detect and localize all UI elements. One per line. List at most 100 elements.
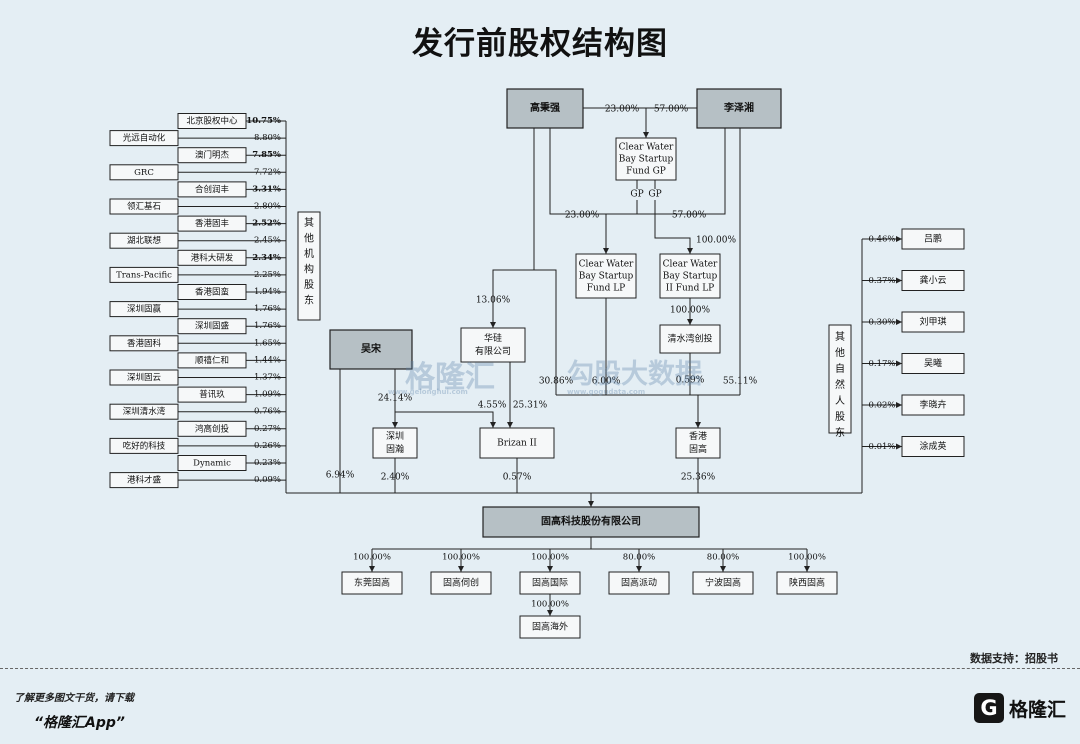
pct-gao-direct: 30.86% bbox=[539, 377, 574, 387]
subsub-pct: 100.00% bbox=[531, 600, 569, 610]
sub-pct-2: 100.00% bbox=[531, 553, 569, 563]
gelonghui-logo: G 格隆汇 bbox=[974, 693, 1066, 723]
ind-3-label: 吴曦 bbox=[924, 357, 942, 369]
ind-arrow-4 bbox=[896, 402, 902, 408]
inst-21-label: 港科才盛 bbox=[127, 475, 162, 486]
company-box bbox=[482, 506, 700, 538]
ind-pct-2: 0.30% bbox=[868, 318, 895, 328]
inst-pct-3: 7.72% bbox=[254, 167, 281, 177]
cw-lp-box bbox=[575, 253, 637, 299]
wu-song-label: 吴宋 bbox=[361, 342, 381, 355]
pct-hk-direct: 25.36% bbox=[681, 473, 716, 483]
inst-pct-8: 2.34% bbox=[252, 253, 281, 263]
other-inst-label: 其他机构股东 bbox=[304, 217, 314, 307]
logo-g-icon: G bbox=[974, 693, 1004, 723]
inst-pct-21: 0.09% bbox=[254, 475, 281, 485]
pct-wu-direct: 6.94% bbox=[326, 471, 355, 481]
watermark-gelonghui-url: www.gelonghui.com bbox=[388, 388, 468, 396]
pct-gumei-direct: 2.40% bbox=[381, 473, 410, 483]
pct-lp-direct: 6.00% bbox=[592, 377, 621, 387]
hk-gugao-box bbox=[675, 427, 721, 459]
wu-to-brizan-arrow bbox=[490, 422, 496, 428]
wu-song-box bbox=[329, 329, 413, 370]
wu-to-gumei-arrow bbox=[392, 422, 398, 428]
pct-wu-to-brizan: 4.55% bbox=[478, 401, 507, 411]
inst-10-label: 香港固蛮 bbox=[195, 287, 229, 298]
hk-gugao-label-1: 香港 bbox=[689, 430, 707, 442]
inst-4-label: 合创润丰 bbox=[195, 184, 230, 195]
inst-16-label: 普讯玖 bbox=[199, 389, 225, 400]
inst-pct-1: 8.80% bbox=[254, 133, 281, 143]
sub-pct-4: 80.00% bbox=[707, 553, 739, 563]
inst-pct-6: 2.52% bbox=[252, 219, 281, 229]
gao-bingqiang-box bbox=[506, 88, 584, 129]
sub-0-box bbox=[341, 571, 403, 595]
inst-7-label: 湖北联想 bbox=[127, 235, 162, 246]
ind-4-label: 李晓卉 bbox=[919, 399, 946, 411]
inst-pct-20: 0.23% bbox=[254, 458, 281, 468]
pct-gp-to-ii: 100.00% bbox=[696, 236, 736, 246]
promo-line-2[interactable]: “格隆汇App” bbox=[34, 715, 125, 731]
ind-pct-5: 0.01% bbox=[868, 442, 895, 452]
ii-to-qsw-arrow bbox=[687, 319, 693, 325]
sub-pct-1: 100.00% bbox=[442, 553, 480, 563]
sub-1-box bbox=[430, 571, 492, 595]
to-hk-gugao-arrow bbox=[695, 422, 701, 428]
brizan-box bbox=[479, 427, 555, 459]
inst-3-label: GRC bbox=[134, 168, 154, 178]
ind-1-label: 龚小云 bbox=[919, 274, 946, 286]
gp-to-ii bbox=[654, 200, 691, 254]
inst-pct-5: 2.80% bbox=[254, 202, 281, 212]
inst-pct-9: 2.25% bbox=[254, 270, 281, 280]
bus-to-company-arrow bbox=[588, 501, 594, 507]
ind-arrow-2 bbox=[896, 319, 902, 325]
huagui-to-brizan-arrow bbox=[507, 422, 513, 428]
company-label: 固高科技股份有限公司 bbox=[541, 515, 641, 528]
pct-gao-to-lp: 23.00% bbox=[565, 211, 600, 221]
pct-huagui-from-gao: 13.06% bbox=[476, 296, 511, 306]
cw-ii-lp-label-2: Bay Startup bbox=[663, 272, 718, 282]
inst-pct-11: 1.76% bbox=[254, 304, 281, 314]
inst-12-label: 深圳固盛 bbox=[195, 321, 230, 332]
page-title: 发行前股权结构图 bbox=[412, 26, 668, 62]
shenzhen-gumei-label-1: 深圳 bbox=[386, 431, 404, 442]
inst-pct-15: 1.37% bbox=[254, 373, 281, 383]
gp-to-ii-arrow bbox=[687, 248, 693, 254]
inst-pct-19: 0.26% bbox=[254, 441, 281, 451]
gp-label-1: GP bbox=[630, 190, 643, 200]
to-gp-arrow bbox=[643, 132, 649, 138]
sub-2-label: 固高国际 bbox=[532, 577, 568, 589]
promo-line-1: 了解更多图文干货，请下载 bbox=[14, 693, 134, 704]
sub-pct-5: 100.00% bbox=[788, 553, 826, 563]
cw-gp-label-1: Clear Water bbox=[619, 143, 674, 153]
sub-arrow-0 bbox=[369, 566, 375, 572]
cw-gp-label-2: Bay Startup bbox=[619, 155, 674, 165]
divider bbox=[0, 668, 1080, 669]
sub-arrow-4 bbox=[720, 566, 726, 572]
pct-huagui-to-brizan: 25.31% bbox=[513, 401, 548, 411]
qingshuiwan-label: 清水湾创投 bbox=[667, 333, 712, 345]
logo-text: 格隆汇 bbox=[1009, 698, 1067, 721]
sub-1-label: 固高伺创 bbox=[443, 577, 479, 589]
ind-pct-1: 0.37% bbox=[868, 276, 895, 286]
huagui-box bbox=[460, 327, 526, 363]
inst-pct-10: 1.94% bbox=[254, 287, 281, 297]
li-zexiang-label: 李泽湘 bbox=[723, 101, 754, 114]
ind-0-label: 吕鹏 bbox=[924, 233, 942, 245]
inst-6-label: 香港固丰 bbox=[195, 218, 230, 229]
pct-wu-to-gumei: 24.14% bbox=[378, 394, 413, 404]
inst-14-label: 顺禧仁和 bbox=[195, 355, 229, 366]
inst-5-label: 领汇基石 bbox=[127, 201, 161, 212]
cw-ii-lp-label-1: Clear Water bbox=[663, 260, 718, 270]
sub-3-label: 固高派动 bbox=[621, 577, 657, 589]
pct-li-direct: 55.11% bbox=[723, 377, 758, 387]
sub-arrow-1 bbox=[458, 566, 464, 572]
sub-5-label: 陕西固高 bbox=[789, 577, 825, 589]
sub-4-box bbox=[692, 571, 754, 595]
inst-20-label: Dynamic bbox=[193, 459, 231, 469]
ind-5-label: 涂成英 bbox=[919, 440, 946, 452]
subsub-box bbox=[519, 615, 581, 639]
inst-pct-12: 1.76% bbox=[254, 321, 281, 331]
inst-pct-13: 1.65% bbox=[254, 338, 281, 348]
